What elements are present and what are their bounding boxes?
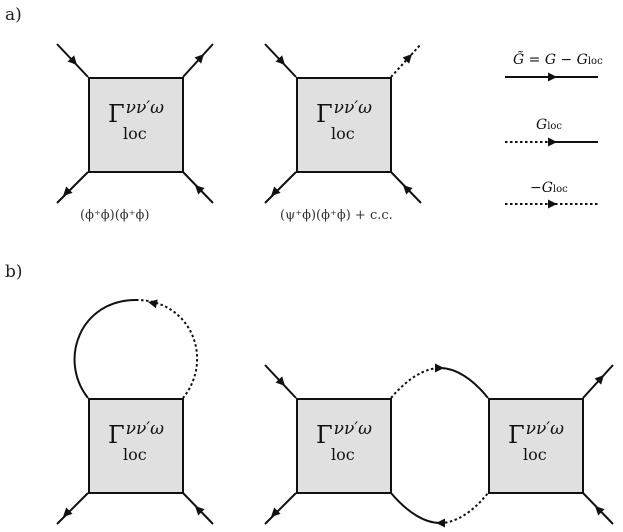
bubble-top-solid — [439, 367, 489, 399]
legend-label-solid: G̃ = G − Gloc — [513, 52, 603, 68]
term-label-left: (ϕ⁺ϕ)(ϕ⁺ϕ) — [80, 208, 150, 223]
leg-b1-bottom-left — [56, 492, 89, 525]
leg-a2-bottom-left — [264, 171, 297, 204]
panel-a-label: a) — [5, 5, 22, 25]
bubble-top-dotted — [390, 367, 441, 399]
leg-a1-bottom-left — [56, 171, 89, 204]
leg-b2-bottom-left — [264, 492, 297, 525]
tadpole-loop-dotted — [135, 299, 199, 399]
bubble-bottom-solid — [390, 492, 441, 524]
term-label-right: (ψ⁺ϕ)(ϕ⁺ϕ) + c.c. — [280, 208, 393, 223]
tadpole-loop-solid — [73, 299, 137, 399]
legend-label-dotted: −Gloc — [530, 180, 568, 196]
legend-label-mixed: Gloc — [536, 117, 563, 133]
bubble-bottom-dotted — [439, 492, 489, 524]
panel-b-label: b) — [5, 262, 23, 282]
